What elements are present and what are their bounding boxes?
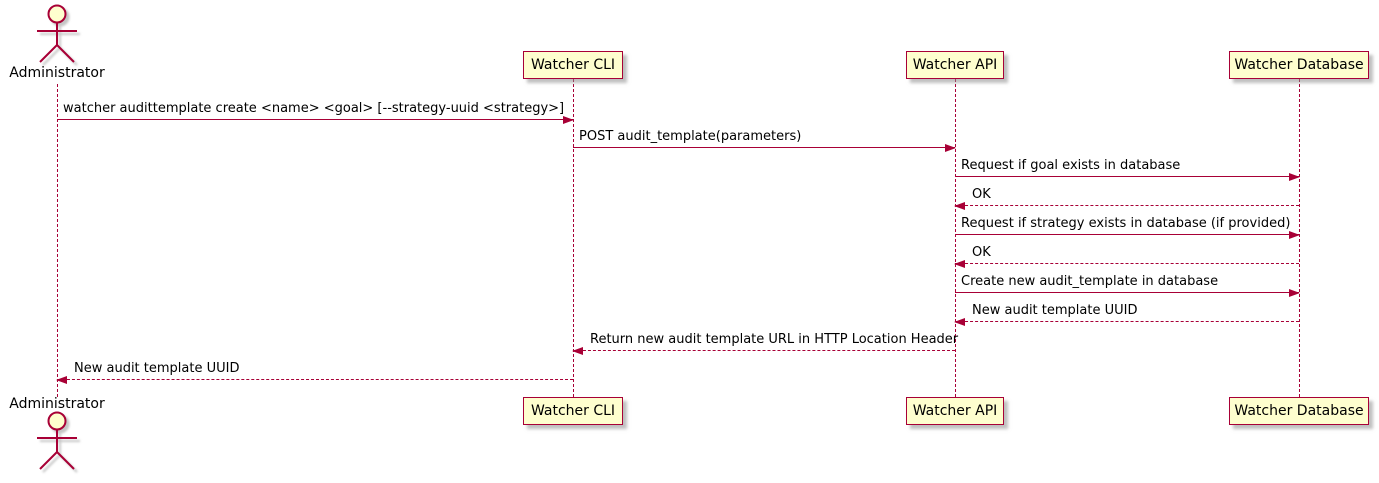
actor-administrator-icon	[37, 411, 77, 470]
message-label: Request if strategy exists in database (…	[961, 216, 1291, 231]
message-line	[57, 119, 573, 120]
participant-watcher-cli-bottom: Watcher CLI	[523, 397, 623, 425]
actor-administrator-label-top: Administrator	[9, 65, 105, 81]
message-line	[955, 176, 1299, 177]
lifeline-watcher-api	[955, 79, 956, 397]
message-request-goal-exists: Request if goal exists in database	[955, 158, 1300, 182]
message-line	[57, 379, 573, 380]
arrowhead-left-icon	[954, 201, 965, 210]
message-line	[573, 350, 955, 351]
arrowhead-left-icon	[954, 259, 965, 268]
message-label: OK	[972, 187, 991, 202]
participant-watcher-database-top: Watcher Database	[1229, 51, 1369, 79]
message-line	[955, 321, 1299, 322]
message-label: Return new audit template URL in HTTP Lo…	[590, 332, 959, 347]
message-create-audittemplate: watcher audittemplate create <name> <goa…	[57, 101, 574, 125]
message-create-audit-template-db: Create new audit_template in database	[955, 274, 1300, 298]
arrowhead-right-icon	[1289, 172, 1300, 181]
message-label: OK	[972, 245, 991, 260]
message-line	[955, 205, 1299, 206]
arrowhead-right-icon	[563, 115, 574, 124]
actor-administrator-label-bottom: Administrator	[9, 396, 105, 412]
message-return-url-location-header: Return new audit template URL in HTTP Lo…	[572, 332, 959, 356]
participant-watcher-cli-top: Watcher CLI	[523, 51, 623, 79]
message-ok-goal: OK	[954, 187, 1299, 211]
message-new-audit-template-uuid-db: New audit template UUID	[954, 303, 1299, 327]
message-label: New audit template UUID	[74, 361, 240, 376]
lifeline-administrator	[57, 84, 58, 397]
arrowhead-left-icon	[954, 317, 965, 326]
message-line	[955, 292, 1299, 293]
message-post-audit-template: POST audit_template(parameters)	[573, 129, 956, 153]
message-line	[955, 263, 1299, 264]
message-label: Create new audit_template in database	[961, 274, 1219, 289]
message-ok-strategy: OK	[954, 245, 1299, 269]
participant-watcher-api-bottom: Watcher API	[906, 397, 1004, 425]
message-line	[573, 147, 955, 148]
arrowhead-right-icon	[1289, 230, 1300, 239]
arrowhead-left-icon	[56, 375, 67, 384]
message-label: Request if goal exists in database	[961, 158, 1181, 173]
participant-watcher-database-bottom: Watcher Database	[1229, 397, 1369, 425]
message-label: New audit template UUID	[972, 303, 1138, 318]
message-line	[955, 234, 1299, 235]
arrowhead-right-icon	[945, 143, 956, 152]
arrowhead-left-icon	[572, 346, 583, 355]
message-label: watcher audittemplate create <name> <goa…	[63, 101, 565, 116]
actor-administrator-icon	[37, 4, 77, 63]
participant-watcher-api-top: Watcher API	[906, 51, 1004, 79]
message-new-audit-template-uuid-admin: New audit template UUID	[56, 361, 573, 385]
lifeline-watcher-cli	[573, 79, 574, 397]
arrowhead-right-icon	[1289, 288, 1300, 297]
message-label: POST audit_template(parameters)	[579, 129, 802, 144]
message-request-strategy-exists: Request if strategy exists in database (…	[955, 216, 1300, 240]
